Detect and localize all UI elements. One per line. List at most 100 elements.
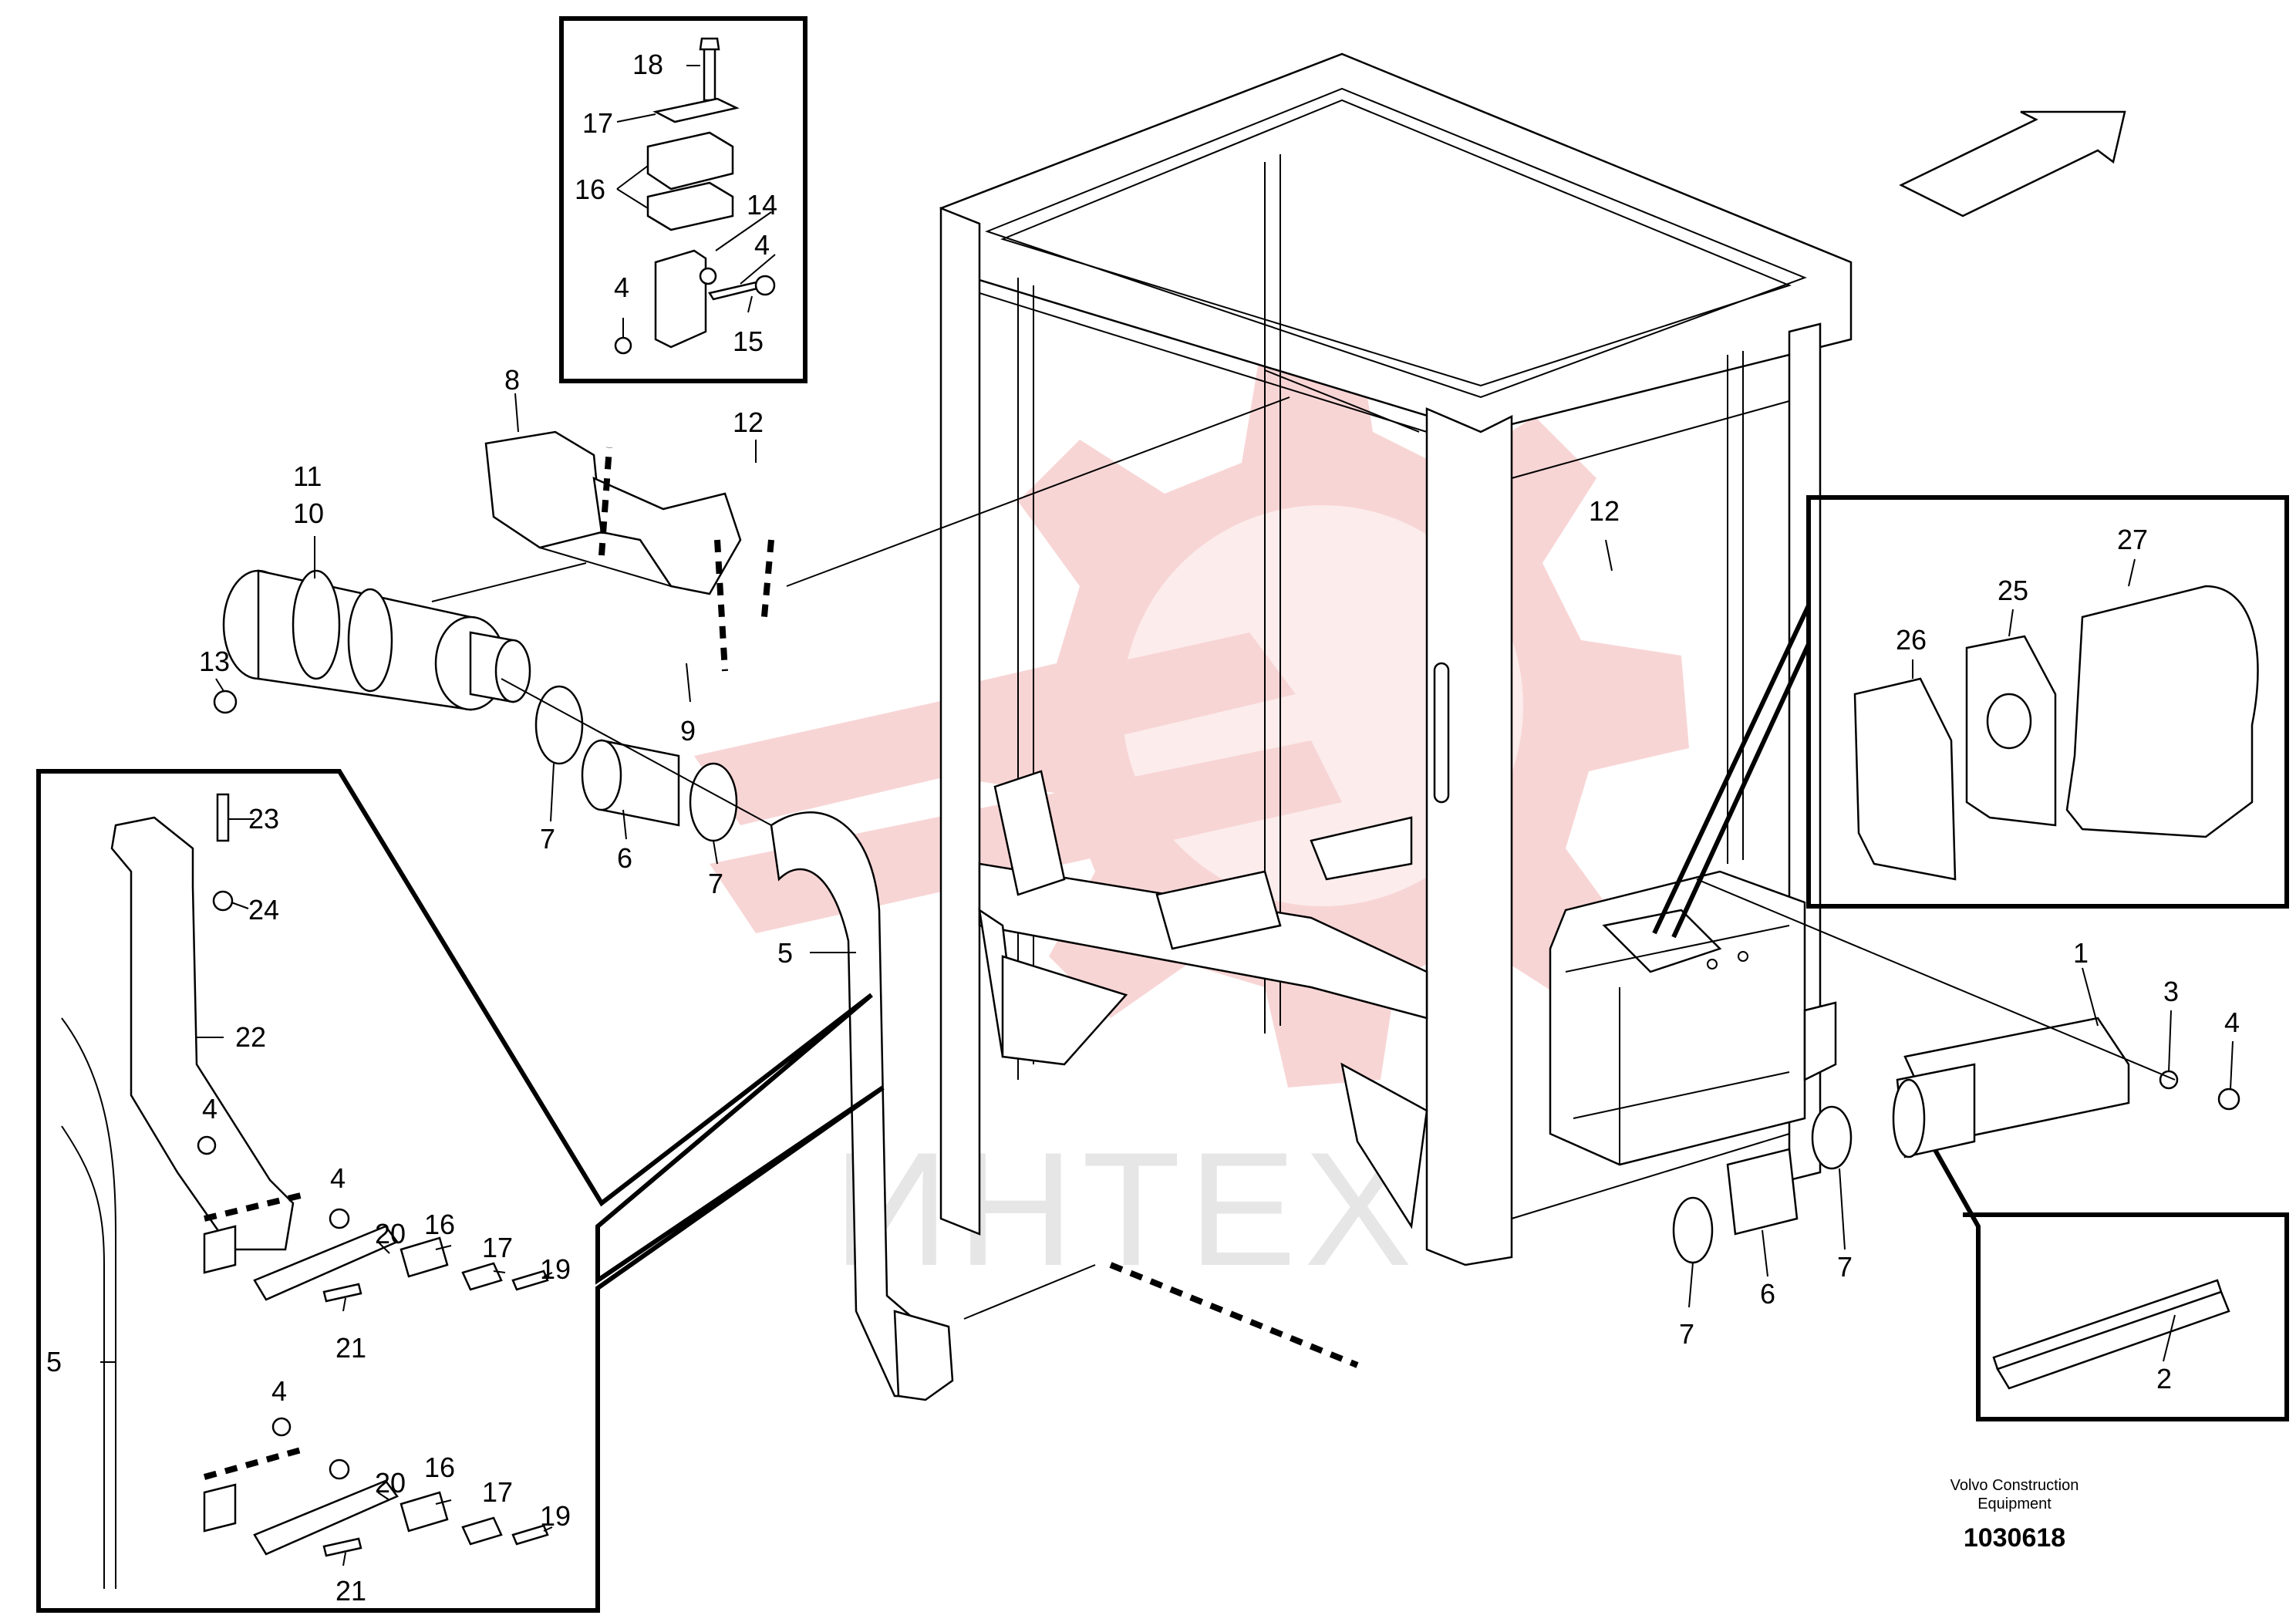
hose-clamps-left xyxy=(534,685,738,842)
nut-4-left-a xyxy=(197,1135,217,1155)
seal-2 xyxy=(1992,1279,2230,1390)
plate-17-upper xyxy=(461,1262,503,1291)
callout-6: 6 xyxy=(1760,1278,1775,1310)
heater-box xyxy=(1549,870,1837,1166)
door-handle xyxy=(1433,662,1450,804)
callout-5: 5 xyxy=(46,1346,62,1378)
bolt-19-lower xyxy=(511,1524,549,1546)
direction-arrow xyxy=(1899,110,2126,218)
watermark-text: ИНТЕХ xyxy=(833,1118,1420,1300)
callout-16: 16 xyxy=(424,1209,455,1240)
nut-24 xyxy=(212,890,234,912)
callout-11: 11 xyxy=(293,460,322,492)
callout-26: 26 xyxy=(1896,624,1927,656)
callout-22: 22 xyxy=(235,1021,266,1053)
cover-27 xyxy=(2065,585,2259,838)
callout-8: 8 xyxy=(504,364,520,396)
callout-2: 2 xyxy=(2156,1363,2172,1394)
callouts: 18 17 16 14 4 4 15 8 12 11 10 13 9 7 6 7… xyxy=(46,49,2240,1607)
bolt-19-upper xyxy=(511,1270,549,1291)
bracket-14 xyxy=(654,249,707,349)
callout-18: 18 xyxy=(632,49,663,80)
detail-box-bracket xyxy=(559,16,807,383)
cab-front-pillar-right xyxy=(1425,407,1513,1266)
callout-4: 4 xyxy=(614,271,629,303)
document-number: 1030618 xyxy=(1964,1523,2065,1553)
callout-16: 16 xyxy=(575,174,605,205)
clamp-7-right-a xyxy=(1811,1105,1853,1170)
bolt-23 xyxy=(216,793,230,842)
clamp-16-top xyxy=(646,131,734,191)
nut-4-detail-a xyxy=(614,336,632,355)
detail-covers-parts xyxy=(1853,585,2259,881)
hose-6-right xyxy=(1726,1148,1799,1236)
washer-4-left-b xyxy=(329,1208,350,1229)
callout-3: 3 xyxy=(2163,976,2179,1007)
callout-19: 19 xyxy=(540,1500,571,1532)
callout-12: 12 xyxy=(1589,495,1620,527)
callout-17: 17 xyxy=(482,1476,513,1508)
callout-6: 6 xyxy=(617,842,632,874)
brand-line-1: Volvo Construction xyxy=(1950,1477,2079,1494)
callout-20: 20 xyxy=(375,1467,406,1499)
clamp-16-bottom xyxy=(646,181,734,231)
clamp-7-right-b xyxy=(1672,1196,1714,1264)
bolt-21-lower xyxy=(322,1537,362,1557)
callout-7: 7 xyxy=(1837,1251,1853,1283)
nut-4-detail-b xyxy=(699,267,717,285)
callout-21: 21 xyxy=(335,1575,366,1607)
detail-bracket-parts xyxy=(614,37,776,355)
callout-9: 9 xyxy=(680,715,696,747)
detail-box-pipe-mount xyxy=(36,769,885,1613)
leader-detail-covers xyxy=(1652,604,1811,935)
callout-leaders xyxy=(197,65,2234,1566)
callout-25: 25 xyxy=(1998,575,2028,606)
callout-15: 15 xyxy=(733,325,764,357)
cab-front-pillar-left xyxy=(939,207,981,1236)
strap-20-lower xyxy=(253,1479,399,1556)
detail-pipe-mount-parts xyxy=(61,793,549,1589)
callout-7: 7 xyxy=(1679,1318,1694,1350)
bolt-21-upper xyxy=(322,1283,362,1303)
callout-4: 4 xyxy=(202,1093,217,1125)
callout-21: 21 xyxy=(335,1332,366,1364)
callout-5: 5 xyxy=(777,937,793,969)
leader-lines xyxy=(100,396,2176,1480)
bracket-22 xyxy=(110,816,295,1251)
callout-23: 23 xyxy=(248,803,279,835)
plate-17-lower xyxy=(461,1516,503,1546)
callout-4: 4 xyxy=(330,1162,346,1194)
callout-4: 4 xyxy=(2224,1007,2240,1038)
callout-19: 19 xyxy=(540,1253,571,1285)
callout-14: 14 xyxy=(747,189,777,221)
detail-box-seal xyxy=(1926,1136,2289,1421)
nut-4-left-d xyxy=(271,1417,292,1437)
nut-13 xyxy=(213,690,238,714)
plate-17 xyxy=(652,97,740,123)
bracket-8 xyxy=(484,430,603,549)
callout-13: 13 xyxy=(199,646,230,677)
strap-20-upper xyxy=(253,1225,399,1301)
callout-7: 7 xyxy=(540,823,555,855)
watermark-bolt-a xyxy=(694,632,1296,825)
clamp-16-lower xyxy=(400,1491,449,1533)
detail-box-covers xyxy=(1806,495,2289,909)
callout-16: 16 xyxy=(424,1452,455,1483)
callout-7: 7 xyxy=(708,868,723,899)
callout-4: 4 xyxy=(271,1375,287,1407)
brand-line-2: Equipment xyxy=(1977,1496,2052,1512)
callout-17: 17 xyxy=(482,1232,513,1263)
clamp-16-upper xyxy=(400,1236,449,1278)
callout-27: 27 xyxy=(2117,524,2148,555)
callout-1: 1 xyxy=(2073,937,2089,969)
callout-24: 24 xyxy=(248,894,279,926)
cover-26 xyxy=(1853,677,1957,881)
callout-10: 10 xyxy=(293,497,324,529)
cab-frame xyxy=(939,52,1853,1266)
air-filter xyxy=(213,569,531,714)
callout-4: 4 xyxy=(754,229,770,261)
right-side-parts xyxy=(1672,1017,2240,1264)
callout-12: 12 xyxy=(733,406,764,438)
nut-4-right xyxy=(2217,1088,2240,1111)
